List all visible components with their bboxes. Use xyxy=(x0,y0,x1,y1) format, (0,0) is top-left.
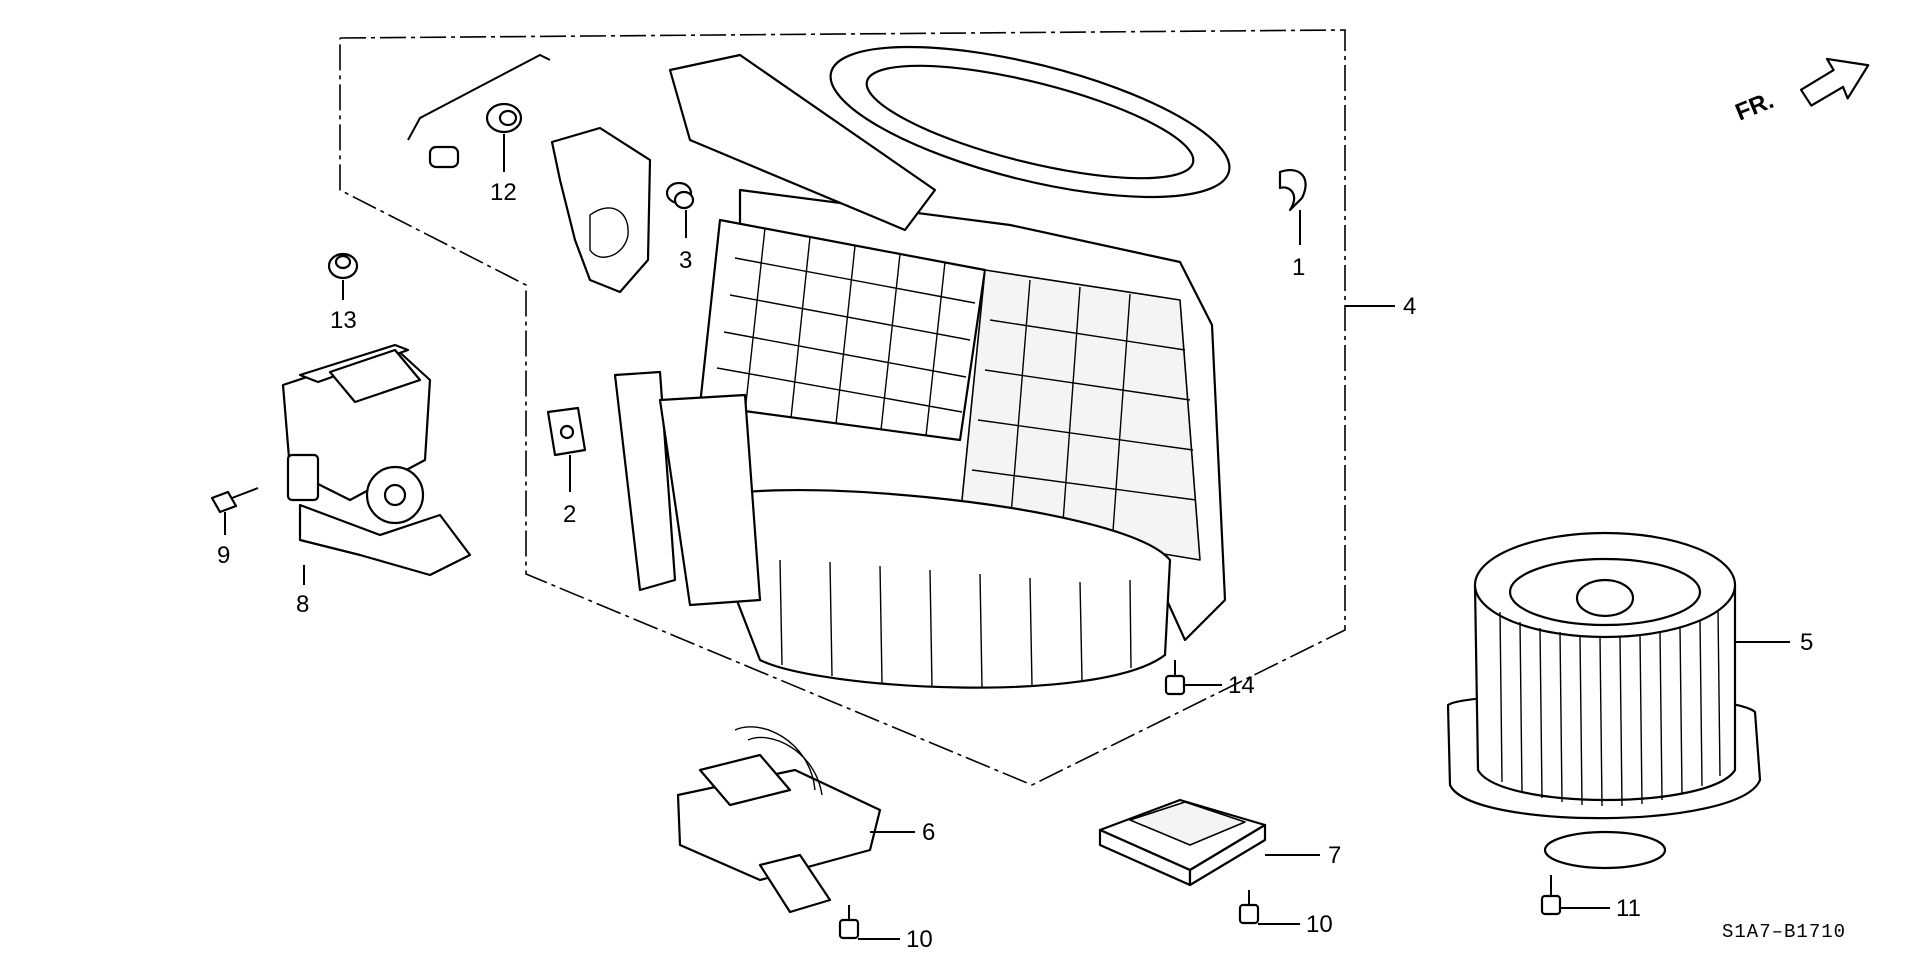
callout-14: 14 xyxy=(1228,672,1255,699)
part-3-grommet xyxy=(665,181,695,210)
part-8-actuator-motor xyxy=(281,343,472,577)
part-11-screw xyxy=(1540,875,1562,916)
scroll-ribs xyxy=(779,559,1132,689)
part-12-fastener xyxy=(485,102,523,134)
filter-grid xyxy=(716,227,976,437)
callout-11: 11 xyxy=(1616,895,1641,922)
part-5-blower-fan xyxy=(1446,531,1762,870)
front-direction-label: FR. xyxy=(1732,87,1778,127)
part-9-screw xyxy=(210,487,259,514)
callout-10b: 10 xyxy=(1306,911,1333,938)
part-2-clip xyxy=(546,406,587,457)
assembly-boundary xyxy=(339,29,1346,786)
callout-2: 2 xyxy=(563,501,576,528)
callout-6: 6 xyxy=(922,819,935,846)
callout-7: 7 xyxy=(1328,842,1341,869)
part-1-clip xyxy=(1278,169,1307,212)
callout-8: 8 xyxy=(296,591,309,618)
part-10-screw-b xyxy=(1238,890,1260,925)
callout-10a: 10 xyxy=(906,926,933,953)
part-6-power-transistor xyxy=(676,726,882,914)
link-rod xyxy=(407,53,551,169)
side-grid xyxy=(971,279,1197,546)
callout-5: 5 xyxy=(1800,629,1813,656)
callout-4: 4 xyxy=(1403,293,1416,320)
callout-13: 13 xyxy=(330,307,357,334)
front-direction-arrow xyxy=(1799,57,1870,107)
callout-12: 12 xyxy=(490,179,517,206)
callout-9: 9 xyxy=(217,542,230,569)
part-7-control-module xyxy=(1098,798,1267,887)
callout-3: 3 xyxy=(679,247,692,274)
part-10-screw-a xyxy=(838,905,860,940)
part-13-nut xyxy=(327,252,359,280)
fan-blades xyxy=(1499,609,1721,807)
blower-housing-assembly xyxy=(613,45,1231,689)
part-14-screw xyxy=(1164,660,1186,696)
callout-1: 1 xyxy=(1292,254,1305,281)
leader-lines xyxy=(224,134,1790,940)
linkage-plate xyxy=(550,126,652,294)
diagram-code: S1A7–B1710 xyxy=(1722,921,1846,943)
